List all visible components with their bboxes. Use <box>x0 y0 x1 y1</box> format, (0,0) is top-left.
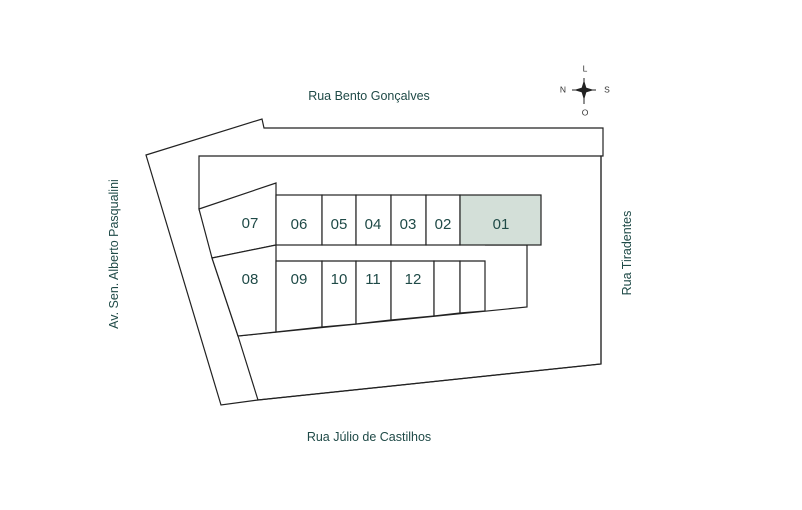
street-south-label: Rua Júlio de Castilhos <box>307 430 431 444</box>
lot-03-label: 03 <box>400 216 417 233</box>
lot-08[interactable] <box>211 244 277 337</box>
lot-06-label: 06 <box>291 216 308 233</box>
lot-unnumbered-a[interactable] <box>433 260 461 317</box>
compass-rose-icon <box>572 78 596 104</box>
street-east-label: Rua Tiradentes <box>620 211 634 296</box>
site-boundary <box>145 118 604 406</box>
compass-label-left: N <box>560 84 566 94</box>
street-north-label: Rua Bento Gonçalves <box>308 89 430 103</box>
compass-label-right: S <box>604 84 610 94</box>
street-west-label: Av. Sen. Alberto Pasqualini <box>107 179 121 329</box>
lot-unnumbered-b[interactable] <box>459 260 486 314</box>
compass-label-top: L <box>583 63 588 73</box>
lot-05[interactable] <box>321 194 357 246</box>
lot-01-label: 01 <box>493 216 510 233</box>
lot-02-label: 02 <box>435 216 452 233</box>
lot-01[interactable] <box>459 194 542 246</box>
lot-12-label: 12 <box>405 271 422 288</box>
lot-02[interactable] <box>425 194 461 246</box>
lot-04-label: 04 <box>365 216 382 233</box>
lot-10-label: 10 <box>331 271 348 288</box>
lot-04[interactable] <box>355 194 392 246</box>
lot-07-label: 07 <box>242 215 259 232</box>
compass-label-bottom: O <box>582 107 589 117</box>
lot-03[interactable] <box>390 194 427 246</box>
lot-05-label: 05 <box>331 216 348 233</box>
lot-11-label: 11 <box>365 271 381 288</box>
lot-09-label: 09 <box>291 271 308 288</box>
lot-12[interactable] <box>390 260 435 321</box>
lot-08-label: 08 <box>242 271 259 288</box>
